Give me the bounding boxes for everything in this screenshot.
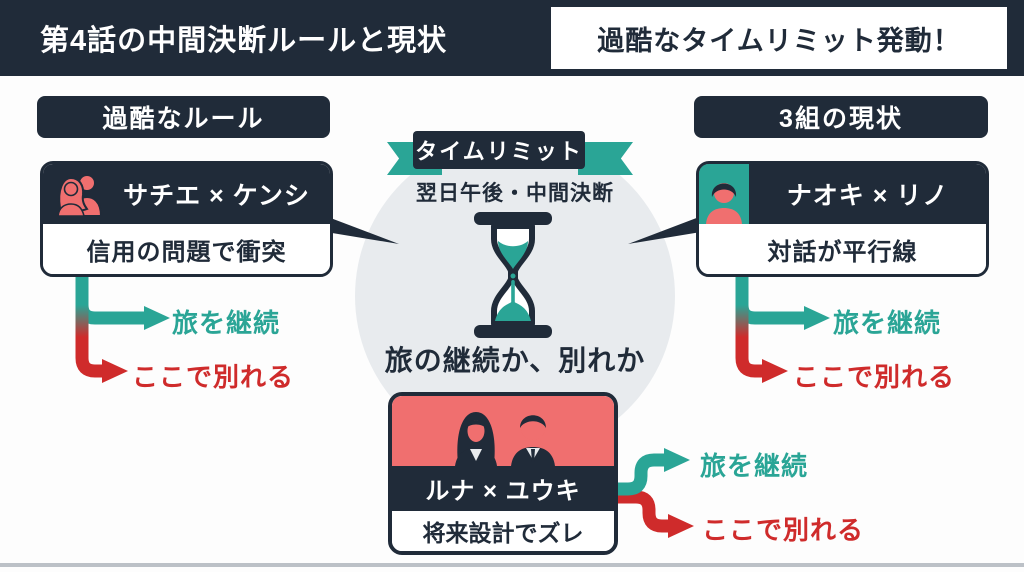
status-text: 将来設計でズレ xyxy=(422,520,584,546)
status-text: 信用の問題で衝突 xyxy=(86,238,287,266)
couple-card-top: ナオキ × リノ xyxy=(699,164,986,224)
outcome-arrows-bottom xyxy=(612,448,694,538)
continue-label: 旅を継続 xyxy=(172,308,281,338)
section-header-label: 3組の現状 xyxy=(779,105,903,133)
status-text: 対話が平行線 xyxy=(767,238,918,266)
outcome-arrows-left xyxy=(75,277,170,383)
outcome-arrows-right xyxy=(735,277,830,383)
couple-name: サチエ × ケンシ xyxy=(123,182,310,210)
continue-label: 旅を継続 xyxy=(833,308,942,338)
status-box: 対話が平行線 xyxy=(699,224,986,274)
person-icon-frame xyxy=(699,164,749,224)
hourglass-icon xyxy=(474,212,552,338)
break-label: ここで別れる xyxy=(132,362,295,392)
couple-card-sachie-kenshi: サチエ × ケンシ 信用の問題で衝突 xyxy=(40,161,333,277)
couple-photo xyxy=(392,396,614,466)
timelimit-ribbon: タイムリミット xyxy=(413,131,585,169)
continue-label: 旅を継続 xyxy=(700,451,809,481)
status-box: 将来設計でズレ xyxy=(392,511,614,551)
deadline-text: 翌日午後・中間決断 xyxy=(416,182,614,205)
couple-card-top: サチエ × ケンシ xyxy=(43,164,330,224)
couple-card-naoki-rino: ナオキ × リノ 対話が平行線 xyxy=(696,161,989,277)
couple-name-text: ルナ × ユウキ xyxy=(425,478,581,505)
section-header-rules: 過酷なルール xyxy=(37,96,330,138)
two-persons-icon xyxy=(455,412,555,466)
section-header-status: 3組の現状 xyxy=(694,96,988,138)
section-header-label: 過酷なルール xyxy=(102,105,265,133)
highlight-banner: 過酷なタイムリミット発動！ xyxy=(551,7,1007,69)
question-text: 旅の継続か、別れか xyxy=(384,345,646,376)
pointer-tail-left xyxy=(320,214,399,244)
highlight-text: 過酷なタイムリミット発動！ xyxy=(597,25,961,56)
couple-name: ナオキ × リノ xyxy=(786,182,949,210)
couple-name: ルナ × ユウキ xyxy=(392,466,614,511)
break-label: ここで別れる xyxy=(702,515,865,545)
pointer-tail-right xyxy=(628,214,707,244)
footer-divider xyxy=(0,563,1024,567)
top-banner: 第4話の中間決断ルールと現状 過酷なタイムリミット発動！ xyxy=(0,0,1024,76)
couple-card-luna-yuki: ルナ × ユウキ 将来設計でズレ xyxy=(388,392,618,555)
ribbon-tail-right xyxy=(578,142,633,175)
couple-icon xyxy=(57,174,103,216)
page-title: 第4話の中間決断ルールと現状 xyxy=(40,25,448,57)
status-box: 信用の問題で衝突 xyxy=(43,224,330,274)
break-label: ここで別れる xyxy=(793,362,956,392)
person-icon xyxy=(706,183,742,224)
ribbon-label: タイムリミット xyxy=(415,139,583,164)
